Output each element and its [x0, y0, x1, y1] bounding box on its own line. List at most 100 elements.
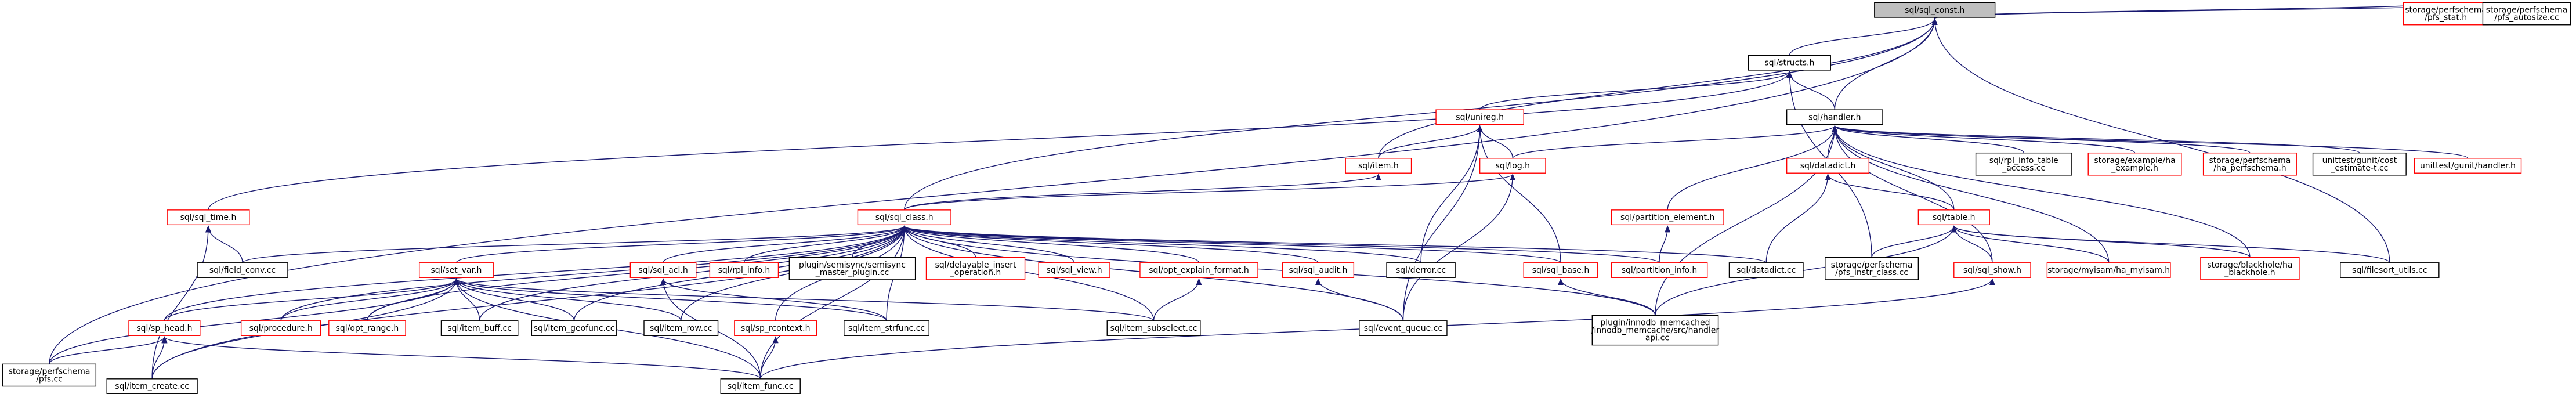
node-sql-time[interactable]: sql/sql_time.h — [167, 209, 250, 226]
node-opt-range[interactable]: sql/opt_range.h — [328, 320, 406, 336]
edge-filesort_utils-to-sql_const — [1931, 18, 2390, 263]
node-sql-const[interactable]: sql/sql_const.h — [1874, 2, 1996, 18]
node-box — [440, 320, 519, 336]
node-semisync-master-plugin[interactable]: plugin/semisync/semisync_master_plugin.c… — [788, 257, 916, 280]
edge-rpl_info_table_access-to-handler — [1832, 125, 2024, 153]
node-datadict-cc[interactable]: sql/datadict.cc — [1728, 262, 1804, 278]
dependency-edges — [49, 2, 2527, 380]
node-log[interactable]: sql/log.h — [1479, 158, 1546, 174]
node-sql-audit[interactable]: sql/sql_audit.h — [1282, 262, 1355, 278]
edge-handler-to-structs — [1786, 70, 1836, 110]
edge-event_queue-to-unireg — [1402, 125, 1483, 321]
node-box — [1359, 320, 1448, 336]
node-item-row[interactable]: sql/item_row.cc — [643, 320, 719, 336]
node-pfs-cc[interactable]: storage/perfschema/pfs.cc — [2, 363, 97, 387]
node-pfs-autosize[interactable]: storage/perfschema/pfs_autosize.cc — [2482, 2, 2571, 26]
node-ha-example[interactable]: storage/example/ha_example.h — [2087, 152, 2182, 176]
node-label: storage/blackhole/ha — [2207, 261, 2292, 270]
edge-pfs_instr_class-to-table — [1871, 225, 1957, 258]
edge-gunit_cost_estimate-to-handler — [1832, 125, 2360, 154]
node-label: sql/item_geofunc.cc — [534, 324, 615, 333]
node-box — [2482, 2, 2571, 26]
node-label: sql/unireg.h — [1456, 113, 1504, 122]
node-unireg[interactable]: sql/unireg.h — [1435, 109, 1524, 125]
node-filesort-utils[interactable]: sql/filesort_utils.cc — [2340, 262, 2440, 278]
node-box — [418, 262, 494, 278]
node-box — [531, 320, 617, 336]
node-label: sql/opt_explain_format.h — [1149, 266, 1249, 275]
node-item-subselect[interactable]: sql/item_subselect.cc — [1106, 320, 1201, 336]
node-box — [629, 262, 697, 278]
node-box — [1874, 2, 1996, 18]
node-ha-blackhole[interactable]: storage/blackhole/ha_blackhole.h — [2200, 257, 2300, 280]
node-ha-perfschema[interactable]: storage/perfschema/ha_perfschema.h — [2202, 152, 2297, 176]
node-label: sql/item_func.cc — [728, 382, 794, 391]
node-item[interactable]: sql/item.h — [1345, 158, 1412, 174]
node-label: sql/set_var.h — [431, 266, 482, 275]
node-field-conv[interactable]: sql/field_conv.cc — [197, 262, 288, 278]
node-rpl-info-table-access[interactable]: sql/rpl_info_table_access.cc — [1975, 152, 2072, 176]
node-label: sql/item_subselect.cc — [1110, 324, 1197, 333]
node-procedure[interactable]: sql/procedure.h — [240, 320, 321, 336]
node-partition-element[interactable]: sql/partition_element.h — [1611, 209, 1724, 226]
node-derror[interactable]: sql/derror.cc — [1386, 262, 1456, 278]
node-label: sql/derror.cc — [1396, 266, 1446, 275]
node-label: sql/delayable_insert — [935, 261, 1016, 270]
node-set-var[interactable]: sql/set_var.h — [418, 262, 494, 278]
node-sql-view[interactable]: sql/sql_view.h — [1038, 262, 1110, 278]
node-label: _api.cc — [1641, 334, 1669, 343]
node-event-queue[interactable]: sql/event_queue.cc — [1359, 320, 1448, 336]
node-item-geofunc[interactable]: sql/item_geofunc.cc — [531, 320, 617, 336]
node-label: sql/sql_const.h — [1905, 6, 1964, 15]
node-gunit-handler[interactable]: unittest/gunit/handler.h — [2414, 158, 2522, 174]
edge-filesort_utils-to-table — [1951, 225, 2390, 263]
node-box — [1435, 109, 1524, 125]
node-label: /pfs_autosize.cc — [2494, 13, 2559, 23]
node-gunit-cost-estimate[interactable]: unittest/gunit/cost_estimate-t.cc — [2312, 152, 2407, 176]
node-ha-myisam[interactable]: storage/myisam/ha_myisam.h — [2046, 262, 2171, 278]
node-delayable-insert[interactable]: sql/delayable_insert_operation.h — [925, 257, 1026, 280]
edge-partition_info-to-partition_element — [1659, 225, 1671, 263]
node-sp-head[interactable]: sql/sp_head.h — [128, 320, 201, 336]
node-label: sql/structs.h — [1764, 59, 1814, 68]
node-label: sql/item_create.cc — [115, 382, 189, 391]
edge-sql_class-to-sql_const — [904, 18, 1938, 210]
node-opt-explain-format[interactable]: sql/opt_explain_format.h — [1139, 262, 1258, 278]
node-box — [1591, 315, 1719, 346]
edge-item_func-to-sql_class — [760, 225, 907, 379]
node-pfs-stat[interactable]: storage/perfschema/pfs_stat.h — [2403, 2, 2489, 26]
edge-ha_perfschema-to-handler — [1832, 125, 2251, 154]
node-box — [1139, 262, 1258, 278]
node-table[interactable]: sql/table.h — [1917, 209, 1990, 226]
node-partition-info[interactable]: sql/partition_info.h — [1611, 262, 1708, 278]
edge-derror-to-unireg — [1420, 125, 1483, 263]
node-label: storage/perfschema — [2405, 6, 2487, 15]
node-item-strfunc[interactable]: sql/item_strfunc.cc — [844, 320, 929, 336]
node-datadict[interactable]: sql/datadict.h — [1786, 158, 1870, 174]
node-pfs-instr-class[interactable]: storage/perfschema/pfs_instr_class.cc — [1825, 257, 1919, 280]
node-sql-base[interactable]: sql/sql_base.h — [1523, 262, 1598, 278]
edge-item-to-unireg — [1378, 125, 1483, 158]
edge-ha_blackhole-to-handler — [1832, 125, 2251, 258]
node-label: _access.cc — [2002, 164, 2045, 173]
node-box — [106, 378, 198, 394]
node-sp-rcontext[interactable]: sql/sp_rcontext.h — [734, 320, 817, 336]
node-item-func[interactable]: sql/item_func.cc — [720, 378, 801, 394]
node-rpl-info[interactable]: sql/rpl_info.h — [709, 262, 779, 278]
node-structs[interactable]: sql/structs.h — [1748, 55, 1831, 71]
node-label: sql/field_conv.cc — [209, 266, 276, 275]
node-label: sql/rpl_info_table — [1989, 156, 2058, 165]
node-box — [1917, 209, 1990, 226]
node-sql-show[interactable]: sql/sql_show.h — [1953, 262, 2031, 278]
node-item-create[interactable]: sql/item_create.cc — [106, 378, 198, 394]
edge-item_subselect-to-sql_class — [901, 225, 1155, 321]
node-box — [167, 209, 250, 226]
node-sql-class[interactable]: sql/sql_class.h — [857, 209, 951, 226]
node-item-buff[interactable]: sql/item_buff.cc — [440, 320, 519, 336]
node-label: sql/handler.h — [1808, 113, 1861, 122]
node-sql-acl[interactable]: sql/sql_acl.h — [629, 262, 697, 278]
node-box — [1038, 262, 1110, 278]
node-memcached-handler[interactable]: plugin/innodb_memcached/innodb_memcache/… — [1591, 315, 1720, 346]
node-handler[interactable]: sql/handler.h — [1786, 109, 1883, 125]
